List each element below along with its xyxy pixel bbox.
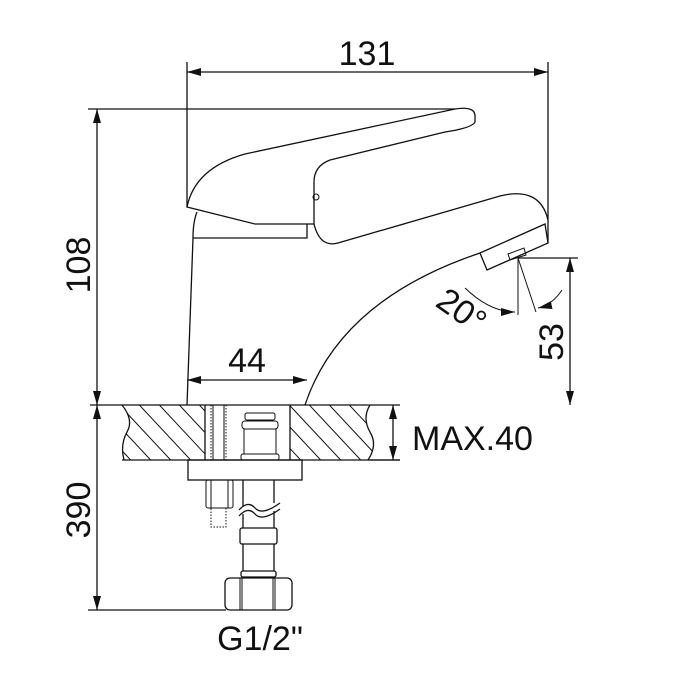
dim-width-label: 131 xyxy=(339,35,396,73)
dimension-lines xyxy=(88,62,578,611)
mounting-plate xyxy=(187,459,303,481)
countertop-section xyxy=(90,404,400,461)
flexible-hose xyxy=(224,480,293,611)
handle-collar xyxy=(192,211,308,239)
spout-top xyxy=(313,193,549,245)
dim-hose-label: 390 xyxy=(60,482,98,539)
dim-height-label: 108 xyxy=(60,237,98,294)
spout-underside xyxy=(304,252,481,406)
dim-base-label: 44 xyxy=(228,342,266,380)
hose-ferrule xyxy=(239,527,278,545)
aerator-tip xyxy=(507,247,527,261)
connection-label: G1/2" xyxy=(217,620,303,658)
dim-angle-label: 20° xyxy=(429,281,493,342)
hatch-left xyxy=(122,405,205,460)
lever-handle xyxy=(186,107,476,225)
hose-nut xyxy=(224,577,293,611)
threaded-stud xyxy=(210,507,227,528)
dim-spout-height-label: 53 xyxy=(533,323,571,361)
mounting-nut xyxy=(205,479,234,509)
mounting-hardware xyxy=(187,459,303,528)
hatch-right xyxy=(290,405,374,460)
handle-screw xyxy=(312,193,320,201)
aerator xyxy=(479,223,549,271)
dim-counter-label: MAX.40 xyxy=(412,420,533,458)
